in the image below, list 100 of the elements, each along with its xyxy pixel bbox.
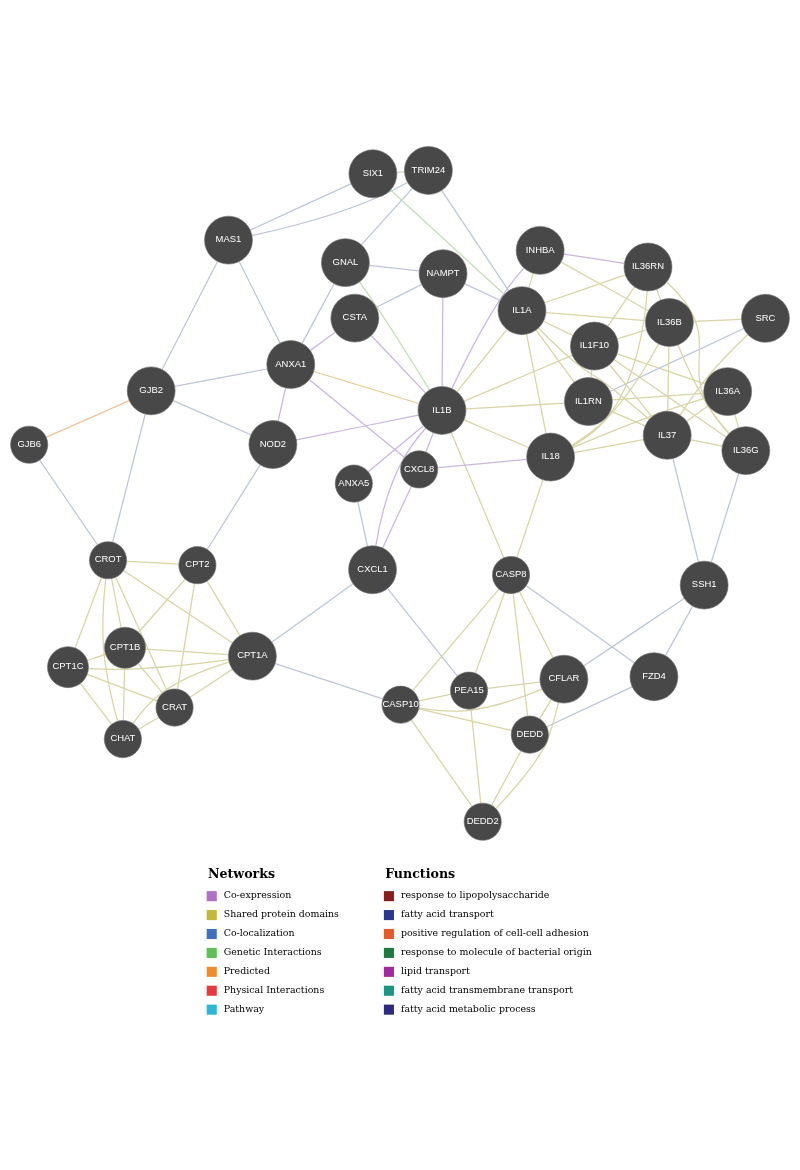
connector (525, 584, 635, 663)
connector (112, 413, 146, 543)
connector (560, 261, 649, 311)
node-circle: CPT1A (228, 631, 277, 680)
connector (465, 401, 565, 410)
connector (571, 289, 648, 447)
connector (410, 718, 473, 807)
connector (613, 358, 727, 438)
node-circle: NOD2 (248, 419, 298, 469)
connector (518, 590, 554, 658)
connector (123, 569, 233, 643)
connector (470, 708, 482, 804)
connector (463, 354, 573, 402)
connector (610, 409, 646, 426)
connector (537, 327, 650, 420)
connector (542, 320, 574, 336)
connector (664, 605, 694, 656)
connector (609, 363, 653, 417)
connector (138, 578, 186, 633)
connector (563, 252, 625, 264)
connector (86, 653, 107, 661)
connector (491, 749, 522, 806)
connector (572, 397, 706, 448)
connector (271, 582, 354, 643)
node-circle: NAMPT (418, 248, 468, 298)
connector (609, 327, 745, 392)
connector (357, 500, 369, 547)
connector (238, 260, 281, 344)
node-circle: CHAT (103, 719, 142, 758)
connector (132, 661, 230, 724)
connector (672, 457, 699, 562)
connector (206, 463, 261, 550)
connector (679, 333, 749, 415)
connector (251, 181, 409, 236)
legend-label: Genetic Interactions (223, 945, 322, 957)
connector (174, 367, 268, 387)
label: Networks (207, 865, 276, 881)
connector (456, 328, 508, 392)
legend-label: positive regulation of cell-cell adhesion (400, 926, 589, 938)
legend-label: fatty acid metabolic process (400, 1002, 536, 1014)
node-circle: MAS1 (204, 215, 253, 264)
node-circle: GNAL (321, 237, 370, 287)
node-circle: CRAT (155, 688, 194, 726)
connector (45, 399, 130, 438)
connector (425, 431, 434, 453)
node-circle: IL1F10 (570, 321, 619, 370)
connector (360, 187, 413, 245)
connector (370, 334, 427, 394)
node-circle: CSTA (330, 293, 380, 342)
node-circle: CPT2 (178, 545, 217, 584)
connector (88, 658, 230, 670)
node-circle: CXCL8 (400, 450, 439, 488)
node-circle: ANXA1 (266, 339, 316, 389)
connector (375, 426, 427, 546)
connector (686, 404, 709, 422)
node-circle: CROT (89, 540, 127, 579)
connector (441, 296, 444, 387)
connector (516, 478, 544, 558)
connector (161, 260, 219, 370)
connector (525, 333, 547, 434)
node-circle: IL36B (645, 297, 694, 347)
connector (396, 170, 405, 173)
connector (387, 587, 458, 677)
connector (39, 459, 99, 545)
connector (86, 673, 158, 701)
label: Functions (385, 865, 456, 881)
connector (545, 311, 646, 321)
connector (418, 707, 513, 731)
legend-label: fatty acid transport (400, 907, 494, 919)
node-circle: IL36A (703, 366, 752, 416)
connector (486, 680, 541, 689)
connector (418, 693, 452, 702)
connector (313, 370, 420, 404)
node-circle: DEDD2 (463, 802, 502, 841)
connector (616, 328, 647, 339)
node-circle: CASP8 (492, 555, 530, 594)
node-circle: GJB2 (126, 366, 176, 415)
connector (412, 588, 500, 691)
connector (359, 281, 431, 391)
node-circle: FZD4 (629, 651, 679, 701)
connector (102, 577, 119, 722)
legend-label: response to molecule of bacterial origin (400, 945, 592, 957)
node-circle: IL36RN (623, 242, 673, 291)
connector (274, 662, 384, 699)
connector (309, 331, 336, 351)
node-circle: SIX1 (348, 149, 398, 198)
connector (546, 685, 633, 727)
node-circle: IL1B (417, 385, 467, 435)
node-circle: INHBA (515, 225, 565, 275)
connector (667, 345, 670, 412)
connector (539, 698, 552, 719)
connector (137, 662, 164, 694)
legend-label: Co-expression (223, 888, 292, 900)
legend-label: Co-localization (223, 926, 295, 938)
connector (666, 281, 730, 434)
node-circle: SSH1 (679, 560, 729, 609)
connector (301, 282, 335, 344)
connector (495, 701, 560, 809)
connector (437, 458, 528, 468)
connector (607, 285, 636, 327)
